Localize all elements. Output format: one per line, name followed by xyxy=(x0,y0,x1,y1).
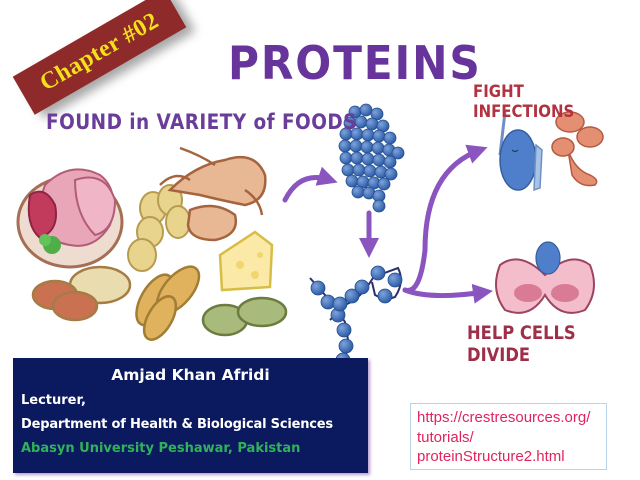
cell-division-icon xyxy=(495,241,595,314)
reference-link-line-3[interactable]: proteinStructure2.html xyxy=(417,448,565,465)
virus-hydra-icon xyxy=(551,111,604,187)
fight-infections-label: FIGHT INFECTIONS xyxy=(473,82,575,122)
peas-icon xyxy=(201,296,288,337)
author-university: Abasyn University Peshawar, Pakistan xyxy=(21,441,301,456)
almonds-icon xyxy=(135,265,201,341)
amino-acid-chain-icon xyxy=(309,265,403,368)
author-department: Department of Health & Biological Scienc… xyxy=(21,417,333,432)
author-name: Amjad Khan Afridi xyxy=(111,366,270,384)
reference-link-box: https://crestresources.org/ tutorials/ p… xyxy=(410,403,607,470)
eggs-icon xyxy=(127,184,191,272)
beans-icon xyxy=(31,265,132,322)
folded-protein-icon xyxy=(338,103,405,213)
cheese-icon xyxy=(218,230,274,292)
author-role: Lecturer, xyxy=(21,393,86,408)
lobster-icon xyxy=(159,146,267,242)
slide-title: PROTEINS xyxy=(228,36,482,90)
foods-subtitle: FOUND in VARIETY of FOODS xyxy=(46,110,357,134)
author-info-box: Amjad Khan Afridi Lecturer, Department o… xyxy=(13,358,368,473)
reference-link-line-1[interactable]: https://crestresources.org/ xyxy=(417,409,591,426)
help-cells-divide-label: HELP CELLS DIVIDE xyxy=(467,322,576,366)
reference-link-line-2[interactable]: tutorials/ xyxy=(417,428,474,446)
antibody-warrior-icon xyxy=(498,111,543,192)
meat-plate-icon xyxy=(16,168,124,269)
